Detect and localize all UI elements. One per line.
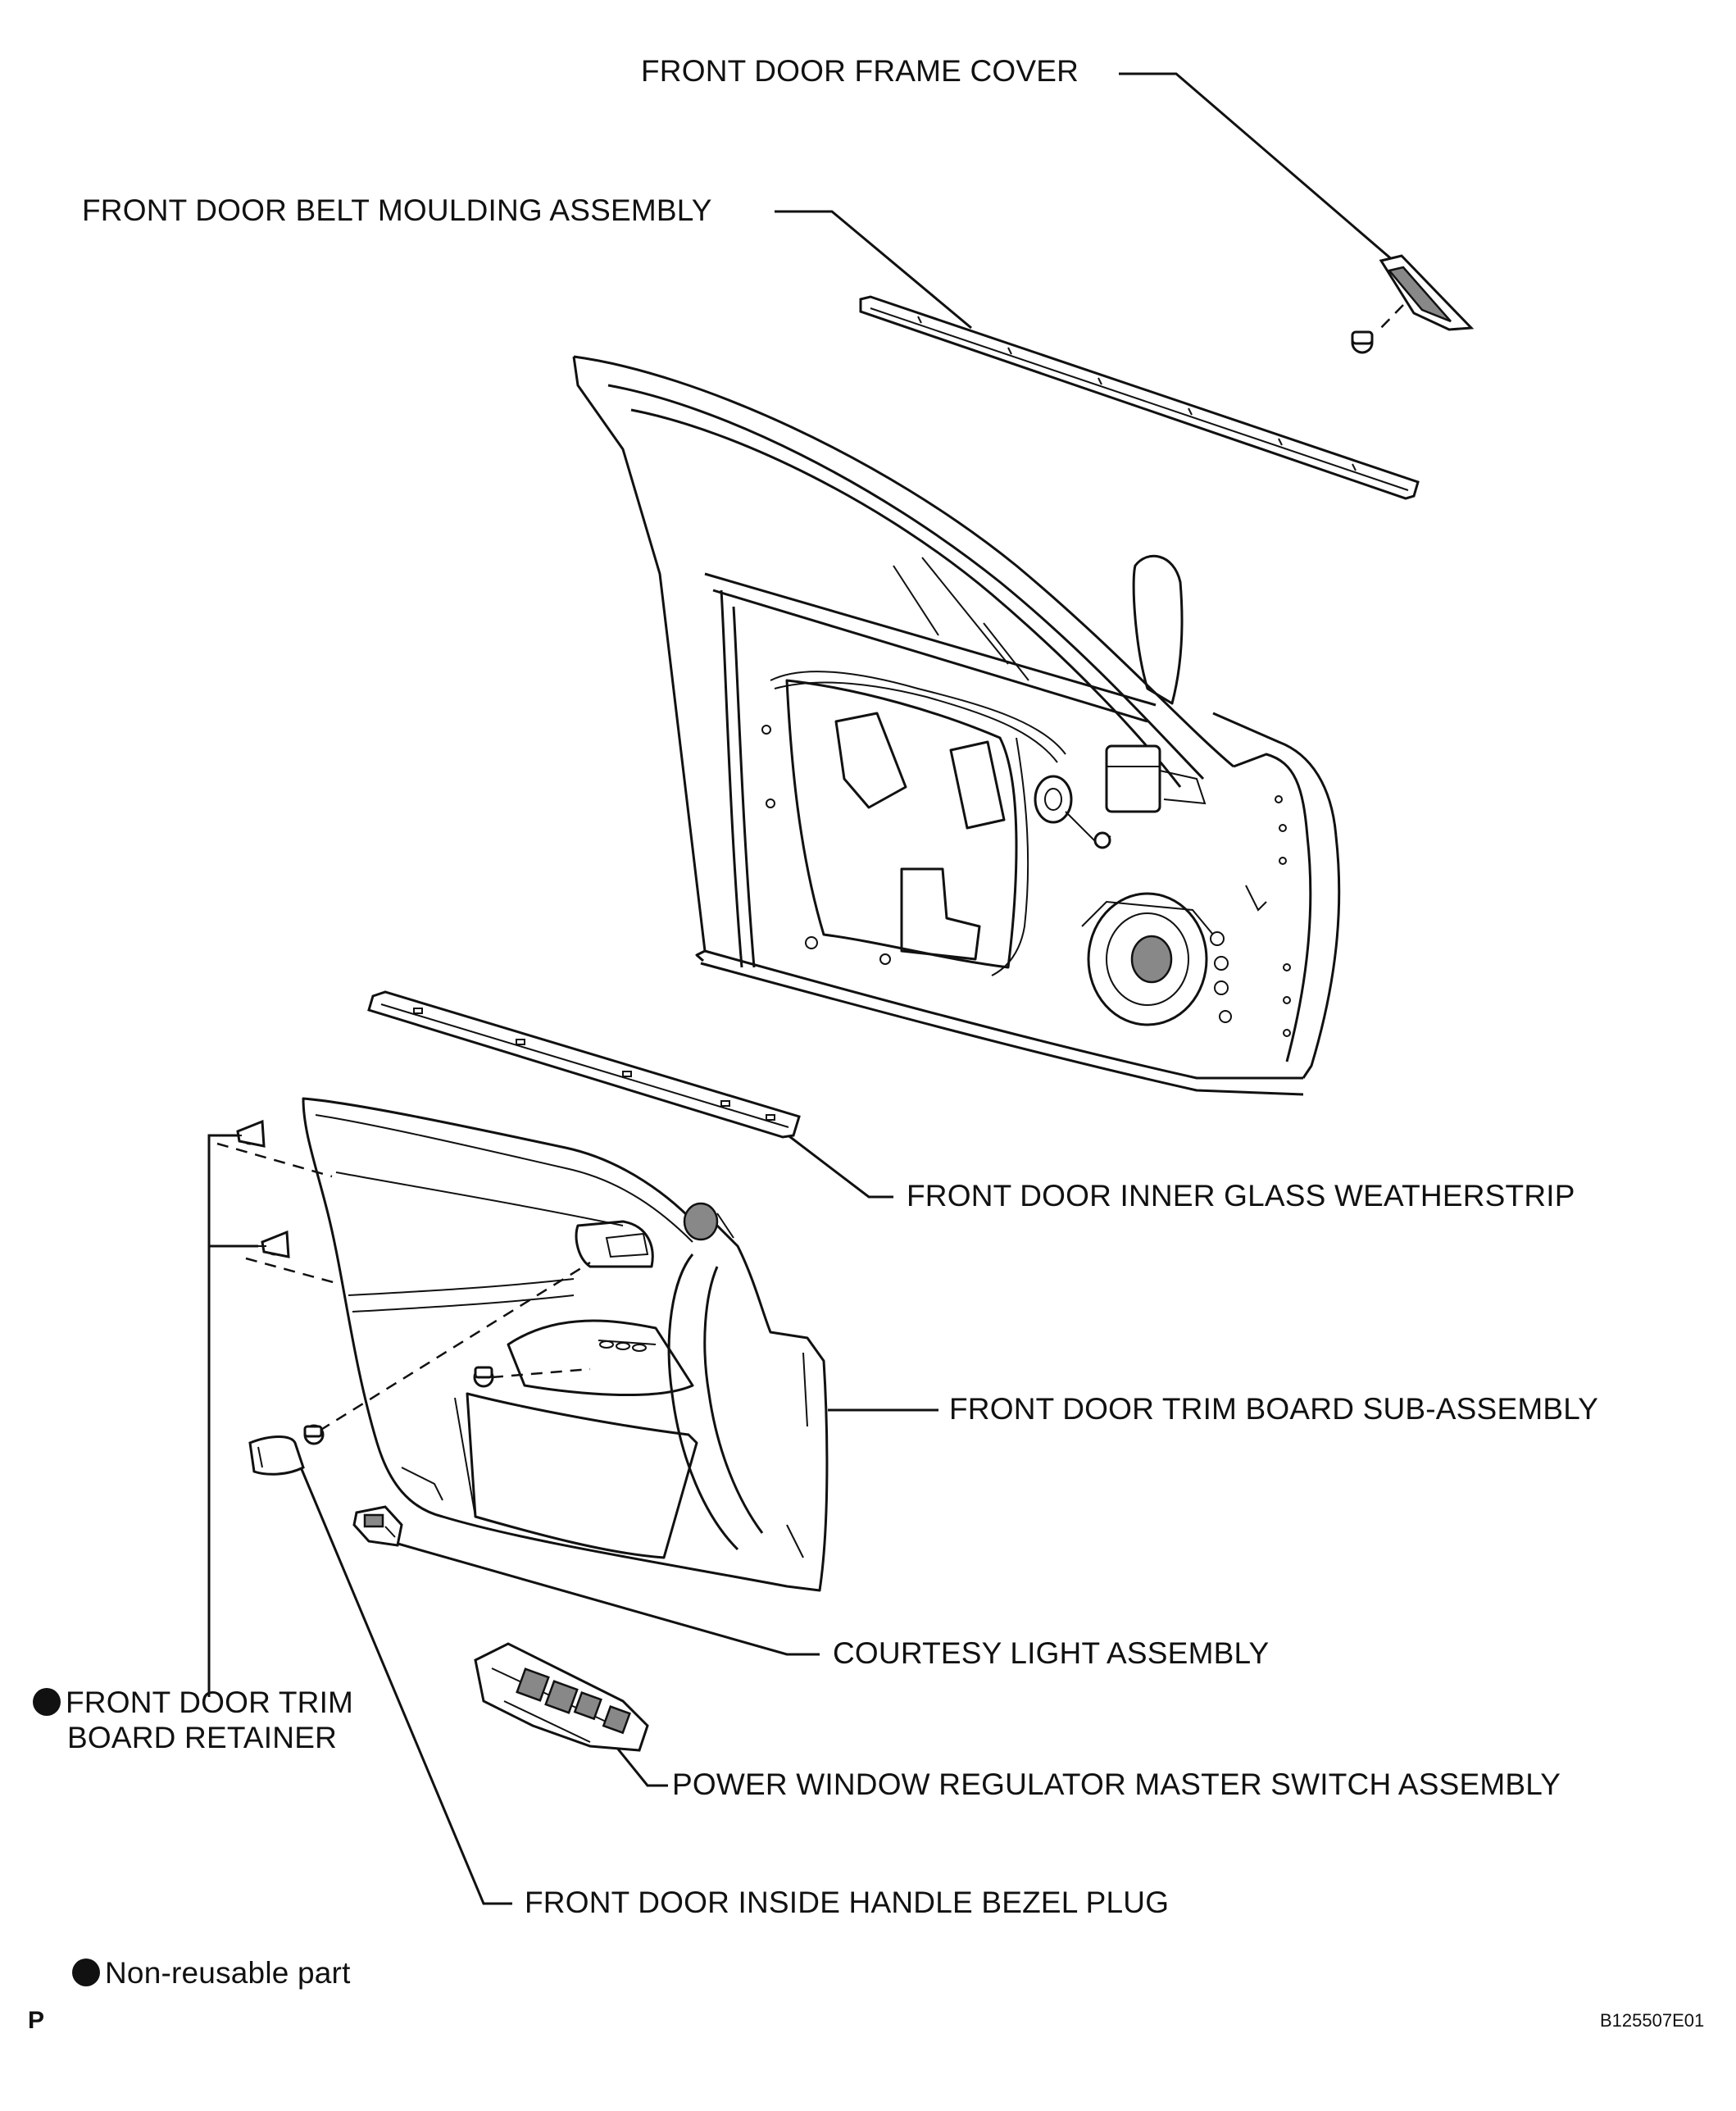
inner-glass-weatherstrip-part xyxy=(367,990,801,1139)
label-frame-cover: FRONT DOOR FRAME COVER xyxy=(641,54,1079,88)
label-courtesy-light: COURTESY LIGHT ASSEMBLY xyxy=(833,1636,1270,1670)
leader-bezel-plug xyxy=(298,1463,512,1905)
label-belt-moulding: FRONT DOOR BELT MOULDING ASSEMBLY xyxy=(82,193,712,227)
bezel-plug-part xyxy=(248,1435,305,1476)
courtesy-light-part xyxy=(352,1505,403,1547)
label-master-switch: POWER WINDOW REGULATOR MASTER SWITCH ASS… xyxy=(672,1768,1561,1801)
belt-moulding-part xyxy=(859,295,1420,500)
label-retainer-line2: BOARD RETAINER xyxy=(67,1720,337,1754)
trim-board-part xyxy=(302,1097,829,1592)
frame-cover-part xyxy=(1351,254,1475,354)
figure-id: B125507E01 xyxy=(1600,2010,1705,2031)
leader-courtesy-light xyxy=(389,1540,820,1656)
label-trim-board: FRONT DOOR TRIM BOARD SUB-ASSEMBLY xyxy=(949,1392,1599,1426)
master-switch-part xyxy=(474,1642,649,1752)
label-retainer-line1: FRONT DOOR TRIM xyxy=(66,1686,354,1719)
legend: Non-reusable part xyxy=(72,1956,351,1991)
retainer-clips xyxy=(216,1119,337,1285)
label-inner-glass-weatherstrip: FRONT DOOR INNER GLASS WEATHERSTRIP xyxy=(907,1179,1575,1212)
label-bezel-plug: FRONT DOOR INSIDE HANDLE BEZEL PLUG xyxy=(525,1886,1170,1919)
leader-frame-cover xyxy=(1119,72,1394,262)
legend-text: Non-reusable part xyxy=(105,1956,351,1990)
leader-lines xyxy=(207,72,1394,1905)
leader-belt-moulding xyxy=(775,210,972,330)
footer-left-code: P xyxy=(28,2007,45,2034)
door-panel-part xyxy=(572,355,1341,1096)
label-retainer: FRONT DOOR TRIM BOARD RETAINER xyxy=(33,1686,353,1755)
leader-inner-glass-weatherstrip xyxy=(782,1130,893,1199)
leader-retainer xyxy=(207,1134,238,1697)
screws xyxy=(303,1261,591,1445)
non-reusable-bullet-icon xyxy=(33,1688,61,1716)
non-reusable-legend-icon xyxy=(72,1959,100,1986)
